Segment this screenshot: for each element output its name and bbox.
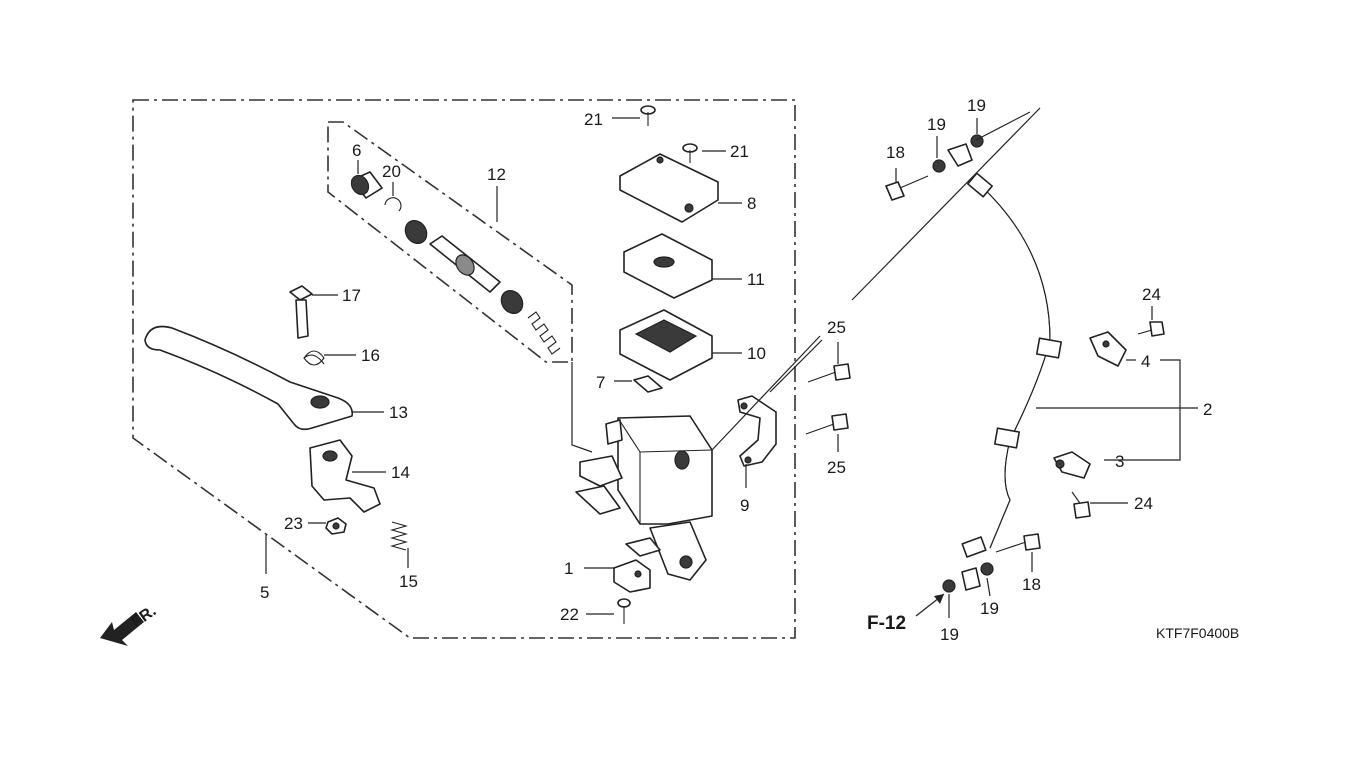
callout-25b: 25	[827, 458, 846, 477]
callout-21b: 21	[730, 142, 749, 161]
brake-lever-part	[144, 325, 354, 431]
reservoir-cap-part	[619, 153, 719, 223]
callout-13: 13	[389, 403, 408, 422]
nut-part	[325, 517, 347, 535]
brake-switch-part	[613, 537, 661, 593]
callout-19c: 19	[980, 599, 999, 618]
bolt-25b-part	[805, 413, 849, 435]
assembly-boundary-5	[132, 99, 796, 639]
callout-24a: 24	[1142, 285, 1161, 304]
callout-1: 1	[564, 559, 573, 578]
bolt-18a-part	[885, 175, 929, 201]
washer-19a-part	[932, 159, 946, 173]
screw-21b-part	[682, 143, 698, 163]
callout-2: 2	[1203, 400, 1212, 419]
callout-8: 8	[747, 194, 756, 213]
callout-15: 15	[399, 572, 418, 591]
front-direction-arrow: FR.	[100, 603, 159, 646]
callout-5: 5	[260, 583, 269, 602]
callout-19d: 19	[940, 625, 959, 644]
screw-22-part	[617, 598, 631, 624]
callout-3: 3	[1115, 452, 1124, 471]
callout-11: 11	[747, 270, 765, 289]
callout-21a: 21	[584, 110, 603, 129]
callout-14: 14	[391, 463, 410, 482]
callout-19b: 19	[967, 96, 986, 115]
callout-6: 6	[352, 141, 361, 160]
circlip-part	[384, 197, 402, 212]
callout-12: 12	[487, 165, 506, 184]
screw-21a-part	[640, 105, 656, 126]
bolt-25a-part	[807, 363, 851, 383]
spring-16-part	[303, 350, 325, 366]
callout-7: 7	[596, 373, 605, 392]
callout-16: 16	[361, 346, 380, 365]
washer-19d-part	[942, 579, 956, 593]
callout-19a: 19	[927, 115, 946, 134]
callout-20: 20	[382, 162, 401, 181]
washer-19c-part	[980, 562, 994, 576]
callout-25a: 25	[827, 318, 846, 337]
callout-18b: 18	[1022, 575, 1041, 594]
float-part	[633, 375, 663, 393]
leader-lines	[265, 107, 1198, 618]
switch-bracket-part	[309, 439, 381, 513]
kit-leader	[571, 362, 593, 453]
diaphragm-part	[619, 309, 713, 381]
piston-assembly	[404, 220, 561, 355]
brake-hose-part	[947, 143, 1063, 591]
bolt-18b-part	[995, 533, 1041, 553]
reference-label: F-12	[867, 613, 906, 634]
master-cylinder-body	[575, 415, 713, 581]
callout-10: 10	[747, 344, 766, 363]
callout-23: 23	[284, 514, 303, 533]
bolt-24a-part	[1137, 321, 1165, 337]
bolt-24b-part	[1071, 491, 1091, 519]
spring-15-part	[389, 521, 409, 551]
callout-4: 4	[1141, 352, 1150, 371]
callout-22: 22	[560, 605, 579, 624]
diagram-code: KTF7F0400B	[1156, 625, 1239, 641]
dust-boot-part	[350, 171, 383, 199]
pivot-bolt-part	[289, 285, 313, 339]
hose-clamp-3-part	[1053, 451, 1091, 479]
callout-17: 17	[342, 286, 361, 305]
callout-9: 9	[740, 496, 749, 515]
callout-18a: 18	[886, 143, 905, 162]
cylinder-holder-part	[737, 395, 777, 467]
callout-numbers: 1 2 3 4 5 6 7 8 9 10 11 12 13 14 15 16 1…	[260, 96, 1212, 644]
piston-kit-boundary-12	[327, 121, 573, 363]
diaphragm-plate-part	[623, 233, 713, 299]
hose-clamp-4-part	[1089, 331, 1127, 367]
callout-24b: 24	[1134, 494, 1153, 513]
